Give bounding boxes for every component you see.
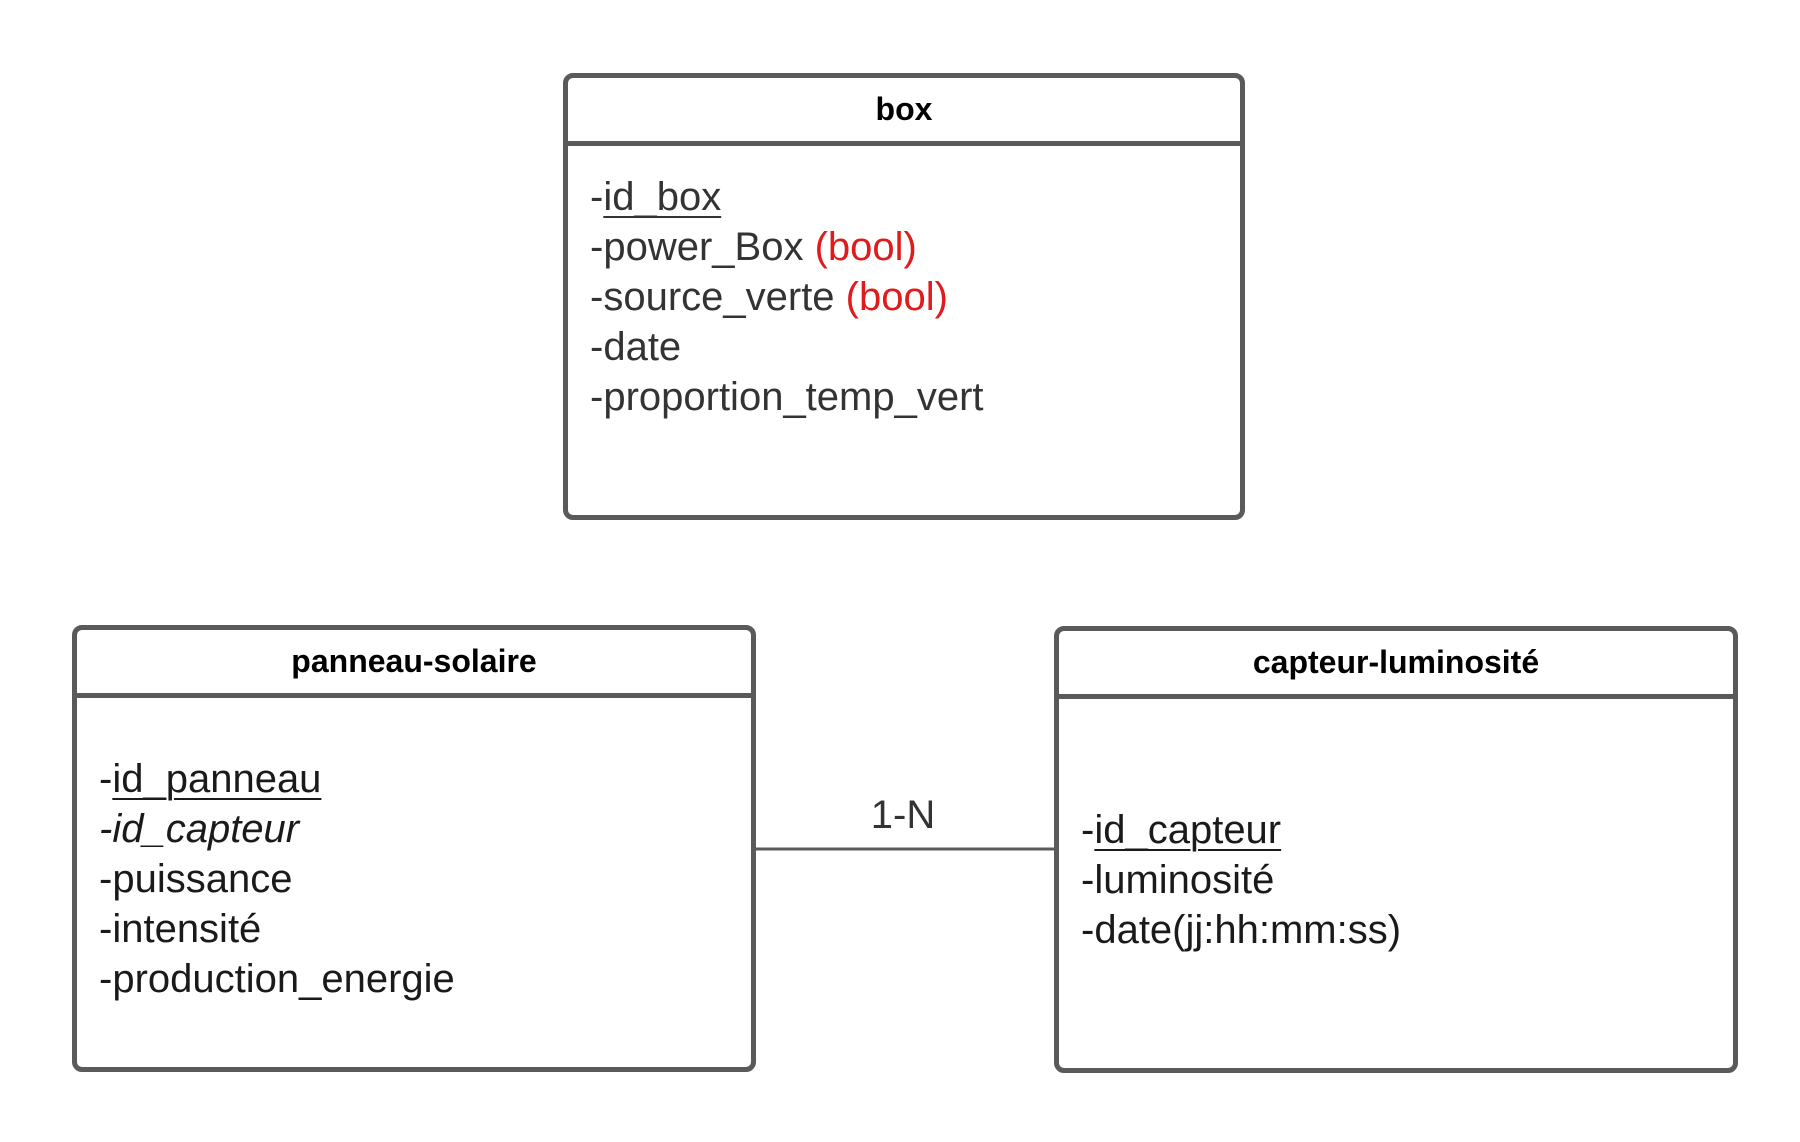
class-panneau-solaire-title: panneau-solaire: [77, 630, 751, 698]
class-panneau-solaire-attributes: -id_panneau -id_capteur -puissance -inte…: [77, 698, 751, 1004]
attribute-power-box: -power_Box (bool): [590, 225, 917, 269]
attribute-proportion-temp-vert: -proportion_temp_vert: [590, 375, 984, 419]
class-capteur-luminosite-title: capteur-luminosité: [1059, 631, 1733, 699]
class-box-title: box: [568, 78, 1240, 146]
primary-key: id_panneau: [112, 757, 322, 801]
attribute-date-format: -date(jj:hh:mm:ss): [1081, 908, 1402, 952]
type-annotation: (bool): [814, 225, 917, 269]
attribute-luminosite: -luminosité: [1081, 858, 1275, 902]
class-box[interactable]: box -id_box -power_Box (bool) -source_ve…: [563, 73, 1245, 520]
attribute-id-capteur: -id_capteur: [1081, 808, 1282, 852]
attribute-id-capteur-foreign-key: -id_capteur: [99, 807, 300, 851]
attribute-source-verte: -source_verte (bool): [590, 275, 948, 319]
attribute-date: -date: [590, 325, 682, 369]
class-box-attributes: -id_box -power_Box (bool) -source_verte …: [568, 146, 1240, 422]
attribute-intensite: -intensité: [99, 907, 262, 951]
attribute-id-panneau: -id_panneau: [99, 757, 322, 801]
primary-key: id_box: [603, 175, 722, 219]
attribute-puissance: -puissance: [99, 857, 293, 901]
class-capteur-luminosite-attributes: -id_capteur -luminosité -date(jj:hh:mm:s…: [1059, 699, 1733, 955]
attribute-id-box: -id_box: [590, 175, 722, 219]
class-capteur-luminosite[interactable]: capteur-luminosité -id_capteur -luminosi…: [1054, 626, 1738, 1073]
class-panneau-solaire[interactable]: panneau-solaire -id_panneau -id_capteur …: [72, 625, 756, 1072]
primary-key: id_capteur: [1094, 808, 1282, 852]
attribute-production-energie: -production_energie: [99, 957, 455, 1001]
type-annotation: (bool): [845, 275, 948, 319]
association-multiplicity: 1-N: [870, 793, 936, 837]
